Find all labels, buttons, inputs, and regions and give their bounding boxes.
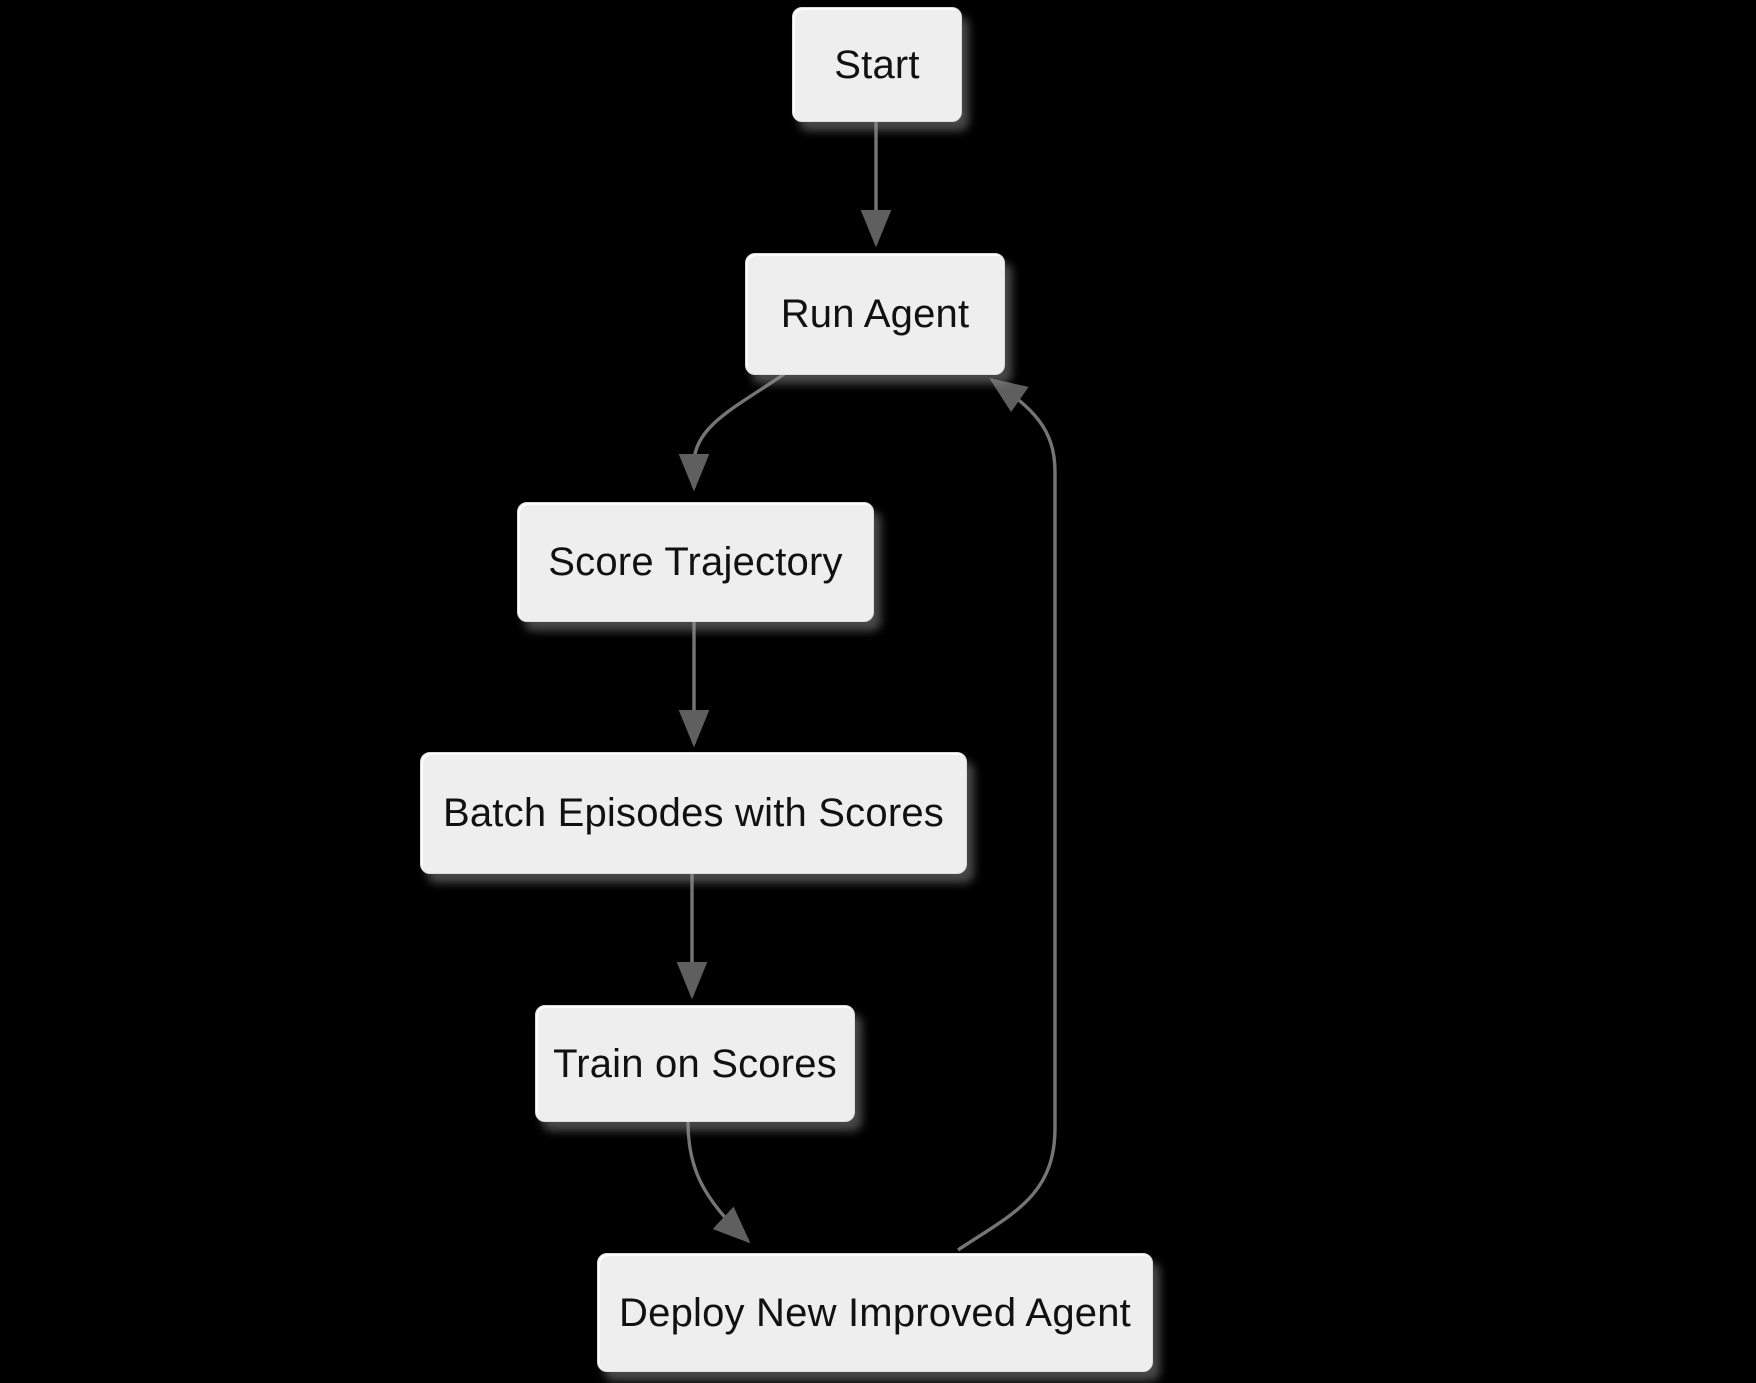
node-batch-episodes-with-scores: Batch Episodes with Scores	[420, 752, 967, 874]
node-start: Start	[792, 7, 962, 122]
edge-train-on-scores-to-deploy	[686, 1121, 751, 1244]
edge-deploy-to-run-agent	[957, 378, 1057, 1252]
node-score-trajectory: Score Trajectory	[517, 502, 874, 622]
edge-run-agent-to-score-trajectory	[678, 370, 788, 492]
node-train-on-scores: Train on Scores	[535, 1005, 855, 1122]
node-deploy-new-improved-agent: Deploy New Improved Agent	[597, 1253, 1153, 1372]
node-run-agent: Run Agent	[745, 253, 1005, 375]
